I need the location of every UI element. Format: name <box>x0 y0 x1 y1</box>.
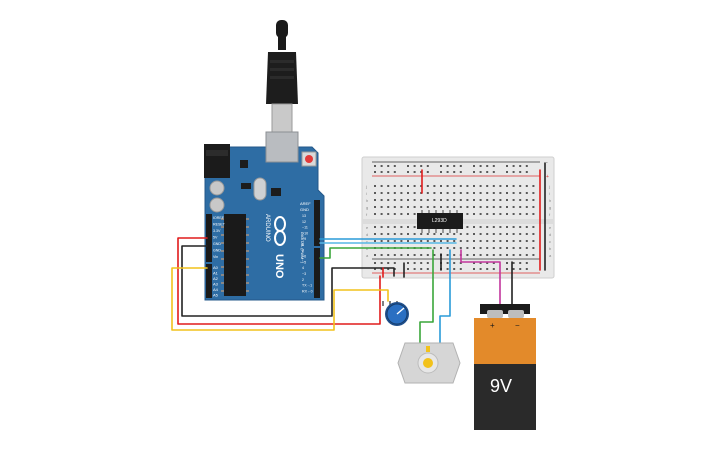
breadboard-row-letter: d <box>549 232 551 237</box>
arduino-pin-label: ~9 <box>302 237 306 241</box>
breadboard-row-letter: e <box>549 225 552 230</box>
breadboard-row-letter: i <box>549 191 550 196</box>
arduino-pin-label: 2 <box>302 278 304 282</box>
power-header <box>206 214 212 262</box>
wire-black-gnd <box>181 245 395 317</box>
battery-voltage-label: 9V <box>490 376 512 396</box>
arduino-pin-label: ~10 <box>302 231 308 235</box>
wire-green-arduino-ic <box>319 247 432 259</box>
breadboard-row-letter: g <box>549 205 551 210</box>
arduino-pin-label: GND <box>213 249 221 253</box>
wire-yellow-a0 <box>171 267 389 331</box>
wire-magenta-battery <box>460 249 501 307</box>
breadboard-row-letter: b <box>549 246 552 251</box>
arduino-uno-board: ARDUINO UNO DIGITAL (PWM~) AREF GND IORE… <box>204 131 325 301</box>
arduino-pin-label: A2 <box>213 276 219 281</box>
wire-green-motor <box>419 249 434 347</box>
rail-minus-label: - <box>546 160 548 166</box>
breadboard-row-letter: h <box>366 198 368 203</box>
arduino-model-text: UNO <box>273 254 285 279</box>
battery-9v: + − 9V <box>474 304 536 430</box>
arduino-pin-label: 3.3V <box>213 229 221 233</box>
l293d-ic: L293D <box>417 210 463 233</box>
arduino-pin-label: RX←0 <box>302 289 313 293</box>
aref-label: AREF <box>300 201 311 206</box>
arduino-pin-label: 13 <box>302 214 306 218</box>
breadboard-row-letter: h <box>549 198 551 203</box>
breadboard-row-letter: g <box>366 205 368 210</box>
arduino-pin-label: ~5 <box>302 260 306 264</box>
arduino-pin-label: IOREF <box>213 216 225 220</box>
breadboard-row-letter: e <box>366 225 369 230</box>
atmega-chip <box>224 214 246 296</box>
arduino-pin-label: ~11 <box>302 226 308 230</box>
usb-socket <box>265 131 299 163</box>
analog-header <box>206 264 212 298</box>
breadboard-row-letter: c <box>549 239 551 244</box>
arduino-pin-label: ~6 <box>302 255 306 259</box>
arduino-pin-label: TX→1 <box>302 284 312 288</box>
arduino-pin-label: GND <box>213 242 221 246</box>
breadboard-row-letter: f <box>549 212 551 217</box>
arduino-pin-label: 5V <box>213 236 218 240</box>
arduino-pin-label: Vin <box>213 255 218 259</box>
arduino-pin-label: 4 <box>302 266 304 270</box>
potentiometer[interactable] <box>382 301 409 326</box>
arduino-pin-label: 12 <box>302 220 306 224</box>
ic-label: L293D <box>432 218 447 224</box>
breadboard-row-letter: f <box>366 212 368 217</box>
power-jack <box>204 144 230 178</box>
gnd-label: GND <box>300 207 309 212</box>
arduino-pin-label: A0 <box>213 265 219 270</box>
arduino-pin-label: A5 <box>213 293 219 298</box>
digital-label: DIGITAL (PWM~) <box>300 232 305 264</box>
rail-plus-label: + <box>546 174 549 180</box>
breadboard-row-letter: c <box>366 239 368 244</box>
arduino-pin-label: ~3 <box>302 272 306 276</box>
breadboard-row-letter: a <box>366 253 369 258</box>
digital-header-lower <box>314 248 320 298</box>
breadboard-row-letter: i <box>366 191 367 196</box>
digital-header-upper <box>314 200 320 246</box>
arduino-pin-label: RESET <box>213 223 226 227</box>
arduino-brand-text: ARDUINO <box>264 214 270 242</box>
arduino-pin-label: 8 <box>302 243 304 247</box>
breadboard-row-letter: j <box>365 184 367 189</box>
arduino-pin-label: 7 <box>302 249 304 253</box>
wires <box>171 162 546 347</box>
breadboard-row-letter: a <box>549 253 552 258</box>
breadboard-row-letter: d <box>366 232 368 237</box>
arduino-pin-label: A1 <box>213 271 219 276</box>
battery-plus-label: + <box>490 321 495 330</box>
wire-blue-motor <box>439 249 451 347</box>
breadboard-row-letter: j <box>548 184 550 189</box>
arduino-pin-label: A3 <box>213 282 219 287</box>
dc-motor <box>397 342 461 384</box>
wire-red-5v <box>177 237 381 325</box>
battery-minus-label: − <box>515 321 520 330</box>
usb-cable <box>266 20 298 135</box>
arduino-pin-label: A4 <box>213 287 219 292</box>
